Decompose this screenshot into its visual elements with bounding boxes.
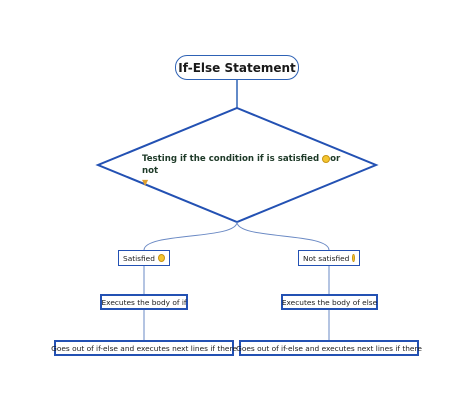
- smile-icon: [352, 254, 355, 262]
- exec-else-box: Executes the body of else: [281, 294, 378, 310]
- connector-decision-not-satisfied: [236, 221, 330, 251]
- smile-icon: [157, 254, 165, 262]
- smile-icon: [322, 154, 331, 163]
- decision-label: Testing if the condition if is satisfied: [142, 154, 320, 164]
- title-node: If-Else Statement: [175, 55, 299, 80]
- satisfied-label: Satisfied: [123, 253, 155, 263]
- exec-if-box: Executes the body of if: [100, 294, 188, 310]
- thumbs-down-icon: ▼: [142, 178, 149, 187]
- title-text: If-Else Statement: [178, 60, 296, 75]
- decision-suffix: or not: [142, 154, 341, 176]
- satisfied-box: Satisfied: [118, 250, 170, 266]
- out-left-label: Goes out of if-else and executes next li…: [51, 343, 237, 353]
- out-left-box: Goes out of if-else and executes next li…: [51, 340, 237, 356]
- exec-else-label: Executes the body of else: [281, 297, 378, 307]
- not-satisfied-label: Not satisfied: [303, 253, 350, 263]
- out-right-box: Goes out of if-else and executes next li…: [236, 340, 422, 356]
- connector-decision-satisfied: [143, 221, 238, 251]
- decision-text: Testing if the condition if is satisfied…: [142, 153, 342, 189]
- out-right-label: Goes out of if-else and executes next li…: [236, 343, 422, 353]
- not-satisfied-box: Not satisfied: [298, 250, 360, 266]
- exec-if-label: Executes the body of if: [101, 297, 187, 307]
